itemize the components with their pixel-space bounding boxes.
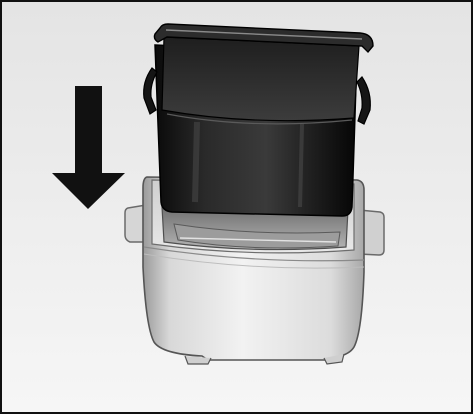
inner-pan bbox=[144, 24, 373, 216]
down-arrow-icon bbox=[52, 86, 125, 209]
